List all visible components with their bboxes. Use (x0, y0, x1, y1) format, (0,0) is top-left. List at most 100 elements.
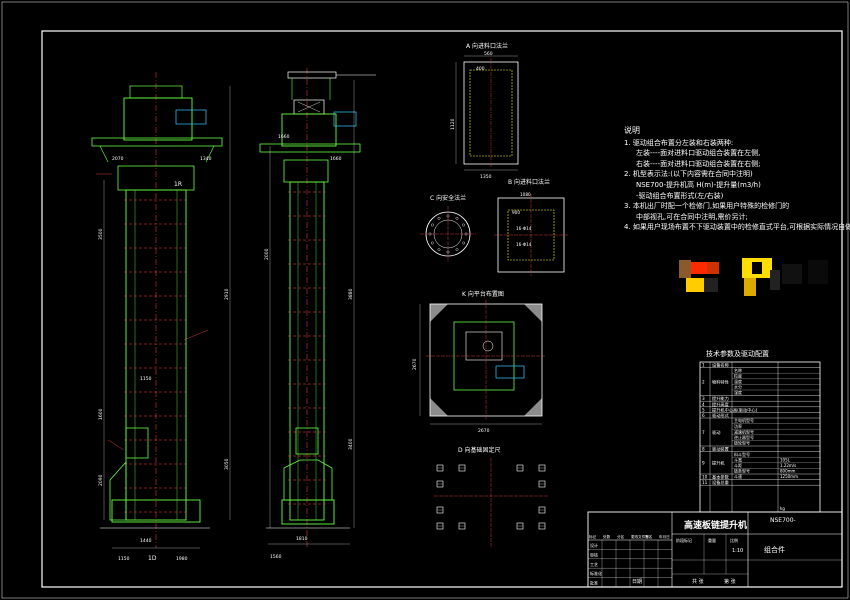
param-value: 1.22m/s (780, 463, 796, 468)
param-value: 105L (780, 457, 791, 462)
view-k-title: K 向平台布置图 (462, 290, 504, 298)
dim-label: 3400 (348, 438, 354, 450)
param-sub: 链轮型号 (734, 440, 750, 446)
dim-label: 400 (476, 66, 485, 72)
note-line: 中部视孔,可在合同中注明,需价另计; (636, 212, 748, 221)
pixelated-logo (679, 258, 828, 296)
casing-right (289, 181, 325, 521)
dim-label: 1660 (278, 134, 290, 140)
dim-label: 3050 (224, 458, 230, 470)
dim-label: 2910 (224, 288, 230, 300)
title-col-header: 更改文件号 (631, 534, 649, 539)
title-col-header: 分区 (617, 534, 625, 539)
param-label: 提升能力 (712, 395, 729, 402)
dim-label: 2090 (98, 474, 104, 486)
title-row-label: 工艺 (590, 562, 598, 567)
note-line: -驱动组合布置形式(左/右装) (636, 191, 724, 200)
dim-label: 1340 (200, 156, 212, 162)
note-line: 3. 本机出厂时配一个检修门,如果用户特殊的检修门的 (624, 202, 790, 211)
param-sub: 功率 (734, 423, 742, 429)
param-sub: 主电机型号 (734, 417, 754, 423)
dim-label: 1440 (140, 538, 152, 544)
dim-label: 3500 (98, 228, 104, 240)
view-a-flange: A 向进料口法兰 560 400 1120 1350 (450, 42, 519, 180)
param-sub: 链条型号 (734, 468, 750, 474)
param-label: 提升高度 (712, 401, 730, 408)
title-mid-header: 重量 (708, 537, 716, 543)
param-sub: 减速机型号 (734, 428, 754, 434)
view-c-flange: C 向安全法兰 (420, 194, 476, 262)
view-a-title: A 向进料口法兰 (466, 42, 508, 50)
dim-label: 2670 (412, 358, 418, 370)
dim-label: 2070 (112, 156, 124, 162)
param-sub: 逆止器型号 (734, 434, 754, 440)
param-sub: 水分 (734, 384, 742, 390)
param-sub: 名称 (734, 367, 742, 373)
param-value: 800mm (780, 469, 796, 474)
param-sub: 斗距 (734, 463, 742, 468)
dim-label: 1600 (98, 408, 104, 420)
param-value: 1250mm (780, 474, 798, 479)
bolt-hole (462, 223, 465, 227)
param-no: 6 (702, 413, 705, 418)
bolt-hole (437, 217, 441, 220)
dim-label: 1350 (480, 174, 492, 180)
head-housing (123, 97, 193, 141)
title-col-header: 签名 (645, 534, 653, 539)
params-title: 技术参数及驱动配置 (706, 349, 769, 358)
dim-label: 1810 (296, 536, 308, 542)
inlet-chute (109, 460, 127, 521)
title-col-header: 标记 (589, 534, 597, 539)
view-b-title: B 向进料口法兰 (508, 178, 550, 186)
title-row-label: 标准化 (590, 570, 602, 576)
head-top (129, 85, 183, 99)
marker-r: 1R (174, 181, 182, 188)
param-no: 7 (702, 430, 705, 435)
param-sub: 斗宽 (734, 456, 742, 462)
dim-label: 2670 (478, 428, 490, 434)
view-d-title: D 向基础固定尺 (458, 446, 501, 454)
param-label: 设备名称 (712, 362, 729, 369)
title-sheet-no: 第 张 (724, 578, 736, 585)
dim-label: 560 (484, 51, 493, 57)
param-no: 11 (702, 480, 708, 485)
param-label: 提升机中心高(驱动中心) (712, 406, 758, 413)
top-beam (287, 71, 337, 79)
drive-motor-right (333, 111, 357, 127)
view-k-platform: K 向平台布置图 2670 2670 (412, 290, 546, 434)
param-label: 物料特性 (712, 378, 729, 385)
dim-label: 16-Φ14 (516, 226, 532, 231)
param-sub: 斗速 (734, 473, 742, 479)
note-line: 2. 机型表示法:(以下内容需在合同中注明) (624, 170, 753, 179)
title-sheets: 共 张 (692, 578, 704, 585)
notes-block: 说明 1. 驱动组合布置分左装和右装两种:左装----面对进料口驱动组合装置在左… (624, 126, 850, 233)
param-label: 提升机 (712, 460, 725, 467)
dim-label: 3880 (348, 288, 354, 300)
title-col-header: 年月日 (659, 534, 670, 539)
param-label: 驱动形式 (712, 412, 730, 419)
bolt-hole (455, 217, 459, 220)
dim-label: 1560 (270, 554, 282, 560)
head-platform (91, 137, 223, 147)
param-no: 8 (702, 447, 705, 452)
view-d-foundation: D 向基础固定尺 (434, 446, 548, 548)
casing (125, 189, 187, 521)
note-line: 左装----面对进料口驱动组合装置在左侧, (636, 149, 761, 158)
boot-section (111, 499, 201, 523)
dim-label: 1120 (450, 118, 456, 130)
param-sub: 粒度 (734, 372, 742, 378)
dim-label: 2000 (264, 248, 270, 260)
param-sub: 料斗型号 (734, 451, 750, 457)
param-no: 3 (702, 396, 705, 401)
param-no: 2 (702, 379, 705, 384)
param-label: 基本参数 (712, 474, 730, 481)
inspection-door (125, 427, 149, 459)
bolt-hole (437, 248, 441, 251)
note-line: 4. 如果用户现场布置不下驱动装置中的检修直式平台,可根据实际情况自做。 (624, 223, 850, 232)
bolt-hole (455, 248, 459, 251)
drive-motor (175, 109, 207, 125)
